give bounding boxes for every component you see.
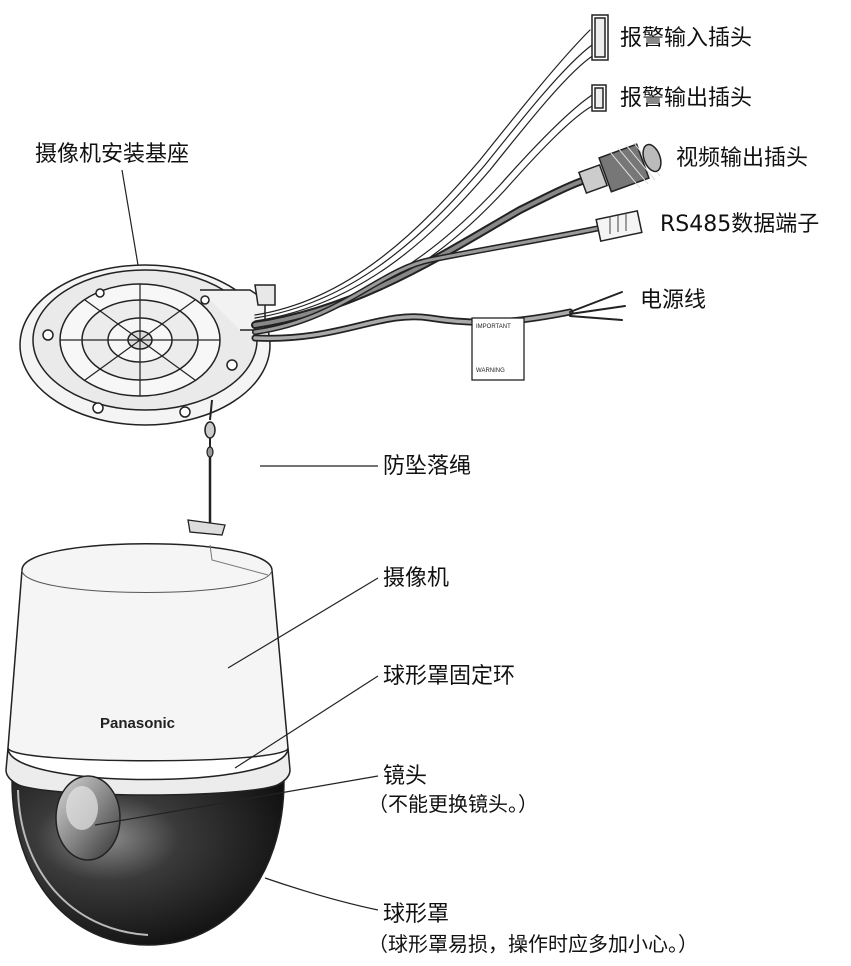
cables <box>251 29 626 342</box>
label-mount-base: 摄像机安装基座 <box>35 142 190 167</box>
alarm-output-connector <box>591 84 607 112</box>
label-safety-wire: 防坠落绳 <box>383 454 472 479</box>
label-lens-note: （不能更换镜头。） <box>368 792 538 816</box>
label-lens: 镜头 <box>383 764 428 789</box>
tag-warning-text: WARNING <box>476 368 505 374</box>
label-power: 电源线 <box>640 288 707 313</box>
safety-wire <box>187 399 226 536</box>
tag-important-text: IMPORTANT <box>476 324 511 330</box>
label-alarm-input: 报警输入插头 <box>620 26 753 51</box>
label-rs485: RS485数据端子 <box>660 212 820 237</box>
video-bnc-connector <box>577 142 662 195</box>
label-dome-ring: 球形罩固定环 <box>383 664 516 689</box>
leader-lines <box>94 169 379 911</box>
camera-body <box>5 543 291 805</box>
label-alarm-output: 报警输出插头 <box>620 86 753 111</box>
mount-base <box>19 264 276 426</box>
rs485-connector <box>595 209 643 243</box>
alarm-input-connector <box>591 14 609 61</box>
label-camera: 摄像机 <box>383 566 450 591</box>
brand-logo: Panasonic <box>100 715 175 732</box>
label-dome-note: （球形罩易损，操作时应多加小心。） <box>368 932 698 956</box>
label-video-output: 视频输出插头 <box>676 146 809 171</box>
dome-cover <box>11 775 285 946</box>
warning-tag: IMPORTANT WARNING <box>471 317 525 381</box>
label-dome: 球形罩 <box>383 902 450 927</box>
